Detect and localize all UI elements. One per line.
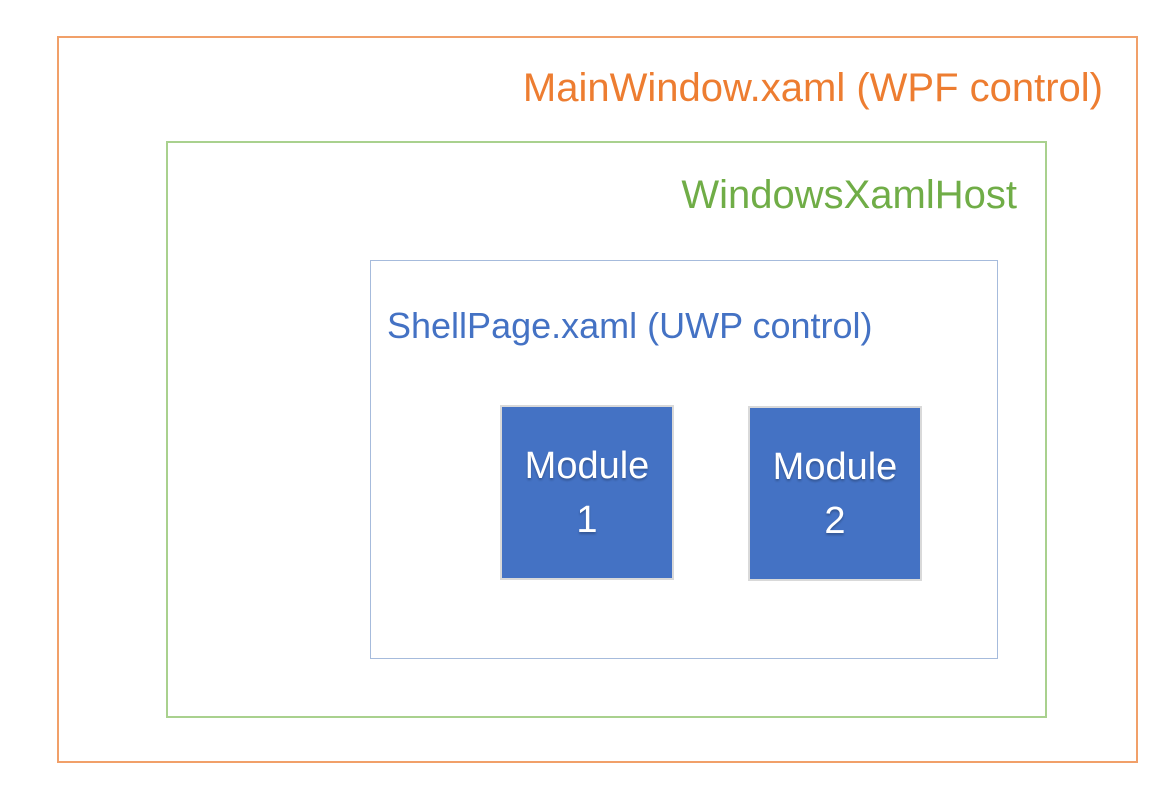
mainwindow-label: MainWindow.xaml (WPF control) — [522, 66, 1103, 110]
shellpage-label: ShellPage.xaml (UWP control) — [387, 305, 873, 346]
windowsxamlhost-box: WindowsXamlHost ShellPage.xaml (UWP cont… — [166, 141, 1047, 718]
module-2-label-line1: Module — [772, 445, 898, 488]
module-1-label-line2: 1 — [576, 498, 598, 541]
mainwindow-box: MainWindow.xaml (WPF control) WindowsXam… — [57, 36, 1138, 763]
shellpage-box: ShellPage.xaml (UWP control) Module 1 Mo… — [370, 260, 998, 659]
module-1-label-line1: Module — [524, 444, 650, 487]
module-1-box: Module 1 — [500, 405, 674, 580]
module-2-label-line2: 2 — [824, 499, 846, 542]
module-2-box: Module 2 — [748, 406, 922, 581]
windowsxamlhost-label: WindowsXamlHost — [681, 173, 1017, 217]
